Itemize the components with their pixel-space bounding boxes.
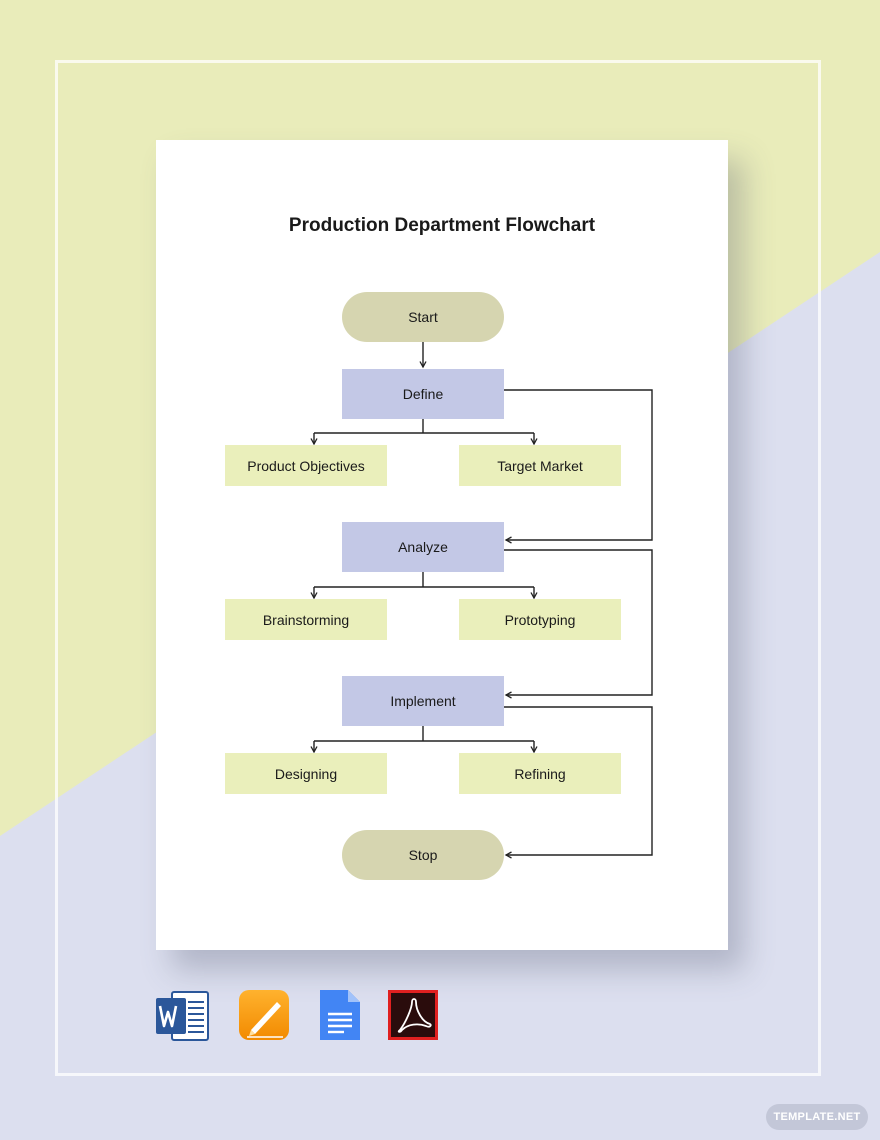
page-title: Production Department Flowchart	[288, 215, 596, 236]
document-page: Production Department Flowchart Start De…	[156, 140, 728, 950]
template-net-badge[interactable]: TEMPLATE.NET	[766, 1104, 868, 1130]
edge-define-branch	[314, 418, 534, 434]
pdf-icon[interactable]	[386, 988, 442, 1044]
prototyping-node: Prototyping	[459, 599, 621, 640]
start-node: Start	[342, 292, 504, 342]
target-market-node: Target Market	[459, 445, 621, 486]
edge-define-analyze	[504, 389, 653, 544]
analyze-node: Analyze	[342, 522, 504, 572]
connectors	[310, 341, 653, 859]
format-icons	[0, 988, 880, 1044]
product-objectives-node: Product Objectives	[225, 445, 387, 486]
designing-node: Designing	[225, 753, 387, 794]
decorative-frame	[55, 60, 821, 1076]
edge-implement-branch	[314, 726, 534, 742]
edge-analyze-branch	[314, 572, 534, 588]
word-icon[interactable]	[154, 988, 210, 1044]
define-node: Define	[342, 369, 504, 419]
edge-implement-stop	[504, 706, 653, 859]
edge-analyze-implement	[504, 549, 653, 699]
implement-node: Implement	[342, 676, 504, 726]
refining-node: Refining	[459, 753, 621, 794]
stop-node: Stop	[342, 830, 504, 880]
google-docs-icon[interactable]	[314, 988, 370, 1044]
brainstorming-node: Brainstorming	[225, 599, 387, 640]
pages-icon[interactable]	[237, 988, 293, 1044]
